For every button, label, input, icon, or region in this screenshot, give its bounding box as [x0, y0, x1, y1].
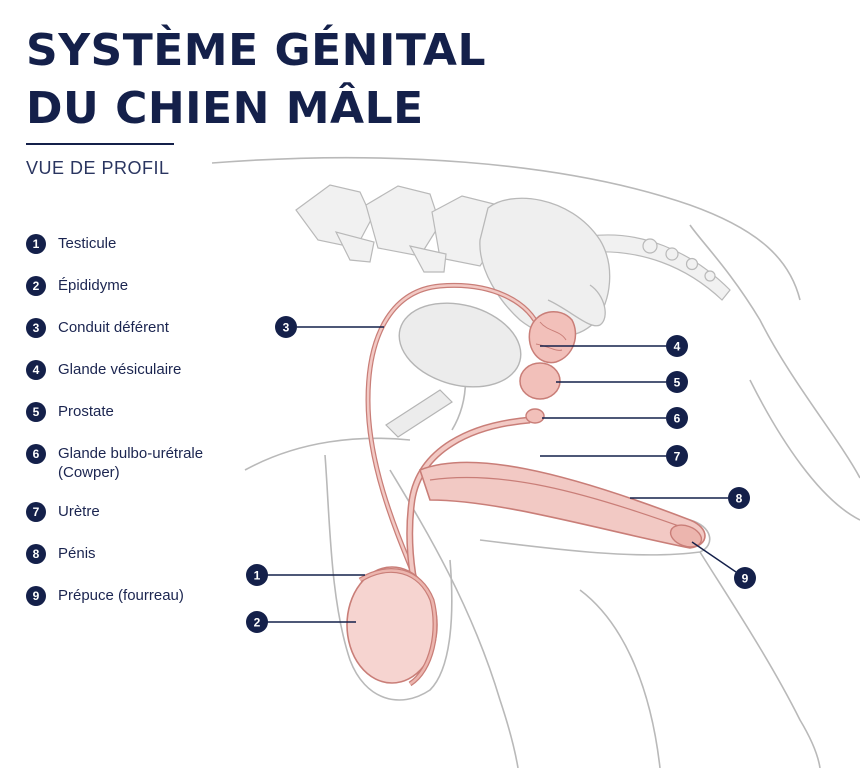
- callout-2: 2: [246, 611, 268, 633]
- title-line-2: DU CHIEN MÂLE: [26, 83, 424, 134]
- svg-text:3: 3: [283, 321, 290, 335]
- legend-item-glande-bulbo-uretrale: 6 Glande bulbo-urétrale (Cowper): [26, 444, 266, 482]
- bladder: [385, 302, 522, 438]
- title-line-1: SYSTÈME GÉNITAL: [26, 25, 487, 76]
- callout-4: 4: [666, 335, 688, 357]
- bulbourethral-gland: [525, 408, 545, 424]
- title-divider: [26, 143, 174, 145]
- legend-label: Pénis: [58, 545, 96, 562]
- callout-6: 6: [666, 407, 688, 429]
- legend-badge: 9: [26, 586, 46, 606]
- svg-text:5: 5: [674, 376, 681, 390]
- callout-9: 9: [734, 567, 756, 589]
- leader-lines: [267, 326, 737, 623]
- penis: [419, 461, 706, 549]
- subtitle: VUE DE PROFIL: [26, 158, 170, 178]
- legend-badge: 8: [26, 544, 46, 564]
- callout-1: 1: [246, 564, 268, 586]
- legend-badge: 4: [26, 360, 46, 380]
- svg-text:1: 1: [254, 569, 261, 583]
- legend-item-penis: 8 Pénis: [26, 544, 266, 564]
- legend-item-glande-vesiculaire: 4 Glande vésiculaire: [26, 360, 266, 380]
- legend-label: Prostate: [58, 403, 114, 420]
- legend-item-epididyme: 2 Épididyme: [26, 276, 266, 296]
- svg-text:6: 6: [674, 412, 681, 426]
- legend-badge: 3: [26, 318, 46, 338]
- tail-vertebrae: [589, 234, 731, 301]
- legend-item-conduit-deferent: 3 Conduit déférent: [26, 318, 266, 338]
- legend-item-prepuce: 9 Prépuce (fourreau): [26, 586, 266, 606]
- legend-badge: 1: [26, 234, 46, 254]
- legend-label: Prépuce (fourreau): [58, 587, 184, 604]
- callout-5: 5: [666, 371, 688, 393]
- legend-label: Conduit déférent: [58, 319, 169, 336]
- legend-label: Épididyme: [58, 277, 129, 294]
- legend-badge: 7: [26, 502, 46, 522]
- legend-item-testicule: 1 Testicule: [26, 234, 266, 254]
- svg-text:9: 9: [742, 572, 749, 586]
- prostate-gland: [519, 362, 561, 400]
- callout-7: 7: [666, 445, 688, 467]
- spine-vertebrae: [295, 184, 501, 273]
- legend-badge: 5: [26, 402, 46, 422]
- callout-8: 8: [728, 487, 750, 509]
- svg-text:2: 2: [254, 616, 261, 630]
- legend-badge: 6: [26, 444, 46, 464]
- legend-label: Glande vésiculaire: [58, 361, 182, 378]
- testicle: [346, 566, 438, 687]
- svg-text:7: 7: [674, 450, 681, 464]
- legend-badge: 2: [26, 276, 46, 296]
- seminal-gland: [528, 311, 577, 364]
- legend-item-uretre: 7 Urètre: [26, 502, 266, 522]
- callout-3: 3: [275, 316, 297, 338]
- legend-label: Urètre: [58, 503, 100, 520]
- svg-text:8: 8: [736, 492, 743, 506]
- page-title: SYSTÈME GÉNITAL DU CHIEN MÂLE: [26, 22, 486, 138]
- svg-text:4: 4: [674, 340, 681, 354]
- legend-label: Glande bulbo-urétrale (Cowper): [58, 445, 204, 481]
- legend-label: Testicule: [58, 235, 117, 252]
- legend-item-prostate: 5 Prostate: [26, 402, 266, 422]
